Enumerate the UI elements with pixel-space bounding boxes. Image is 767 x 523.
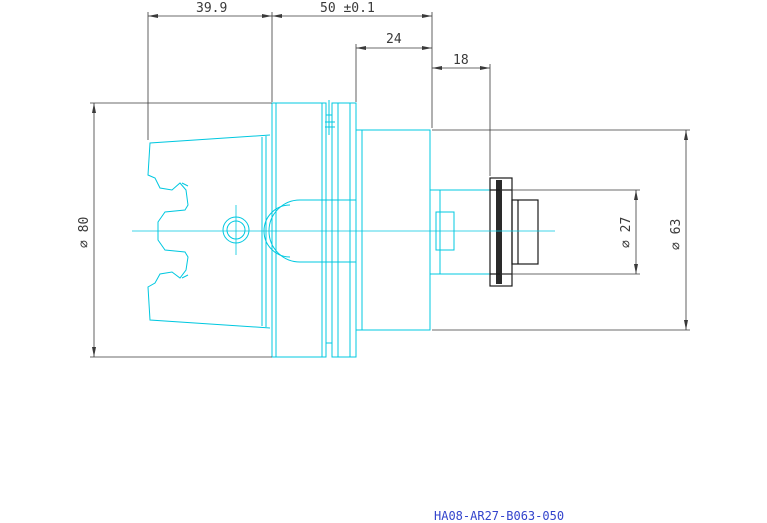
dim-clamp-diameter: ⌀ 27: [619, 217, 634, 248]
main-flange: [271, 102, 327, 358]
dim-gauge-length: 50 ±0.1: [320, 1, 375, 16]
dim-body-diameter: ⌀ 63: [669, 219, 684, 250]
dim-taper-length: 39.9: [196, 1, 227, 16]
part-number: HA08-AR27-B063-050: [434, 509, 564, 523]
dim-nose-length: 24: [386, 32, 402, 47]
dim-flange-diameter: ⌀ 80: [77, 217, 92, 248]
dimensions: 39.9 50 ±0.1 24 18 ⌀ 80 ⌀ 63: [77, 1, 690, 358]
dim-collet-length: 18: [453, 53, 469, 68]
second-flange: [331, 102, 357, 358]
nose-body: [355, 129, 431, 331]
v-groove: [325, 114, 333, 344]
taper-shank: [147, 134, 271, 329]
clamp-section: [429, 189, 491, 275]
tool-holder-outline: [147, 100, 491, 358]
boring-tool: [489, 177, 539, 287]
